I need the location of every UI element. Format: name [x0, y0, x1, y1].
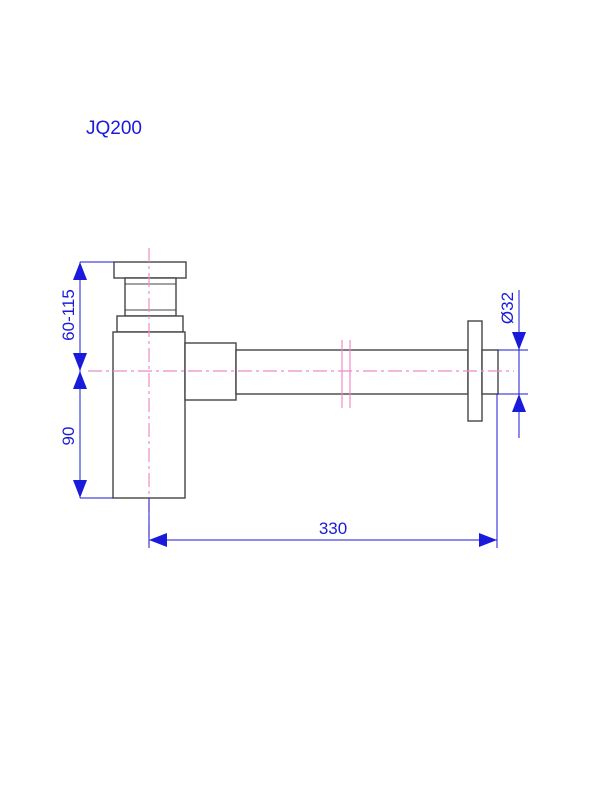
- stem-details: [125, 283, 176, 311]
- arrow-right: [479, 533, 497, 547]
- arrow-dia-bottom: [512, 394, 526, 412]
- top-cap: [113, 261, 187, 279]
- pipe-end: [481, 349, 499, 395]
- length-label: 330: [319, 519, 347, 538]
- arrow-dia-top: [512, 332, 526, 350]
- diameter-label: Ø32: [498, 292, 517, 324]
- arrow-top: [73, 262, 87, 280]
- pipe-break-marks: [341, 340, 351, 408]
- siphon-outline: [112, 261, 499, 499]
- horizontal-pipe: [235, 349, 469, 395]
- arrow-mid-down: [73, 371, 87, 389]
- height-adjust-label: 60-115: [59, 289, 78, 341]
- collar: [116, 315, 184, 333]
- arrow-mid-up: [73, 353, 87, 371]
- height-lower-label: 90: [59, 427, 78, 446]
- dimension-lines: [73, 261, 528, 548]
- model-title: JQ200: [86, 118, 142, 139]
- arrow-left: [149, 533, 167, 547]
- centerlines: [88, 248, 514, 545]
- arrow-bottom: [73, 480, 87, 498]
